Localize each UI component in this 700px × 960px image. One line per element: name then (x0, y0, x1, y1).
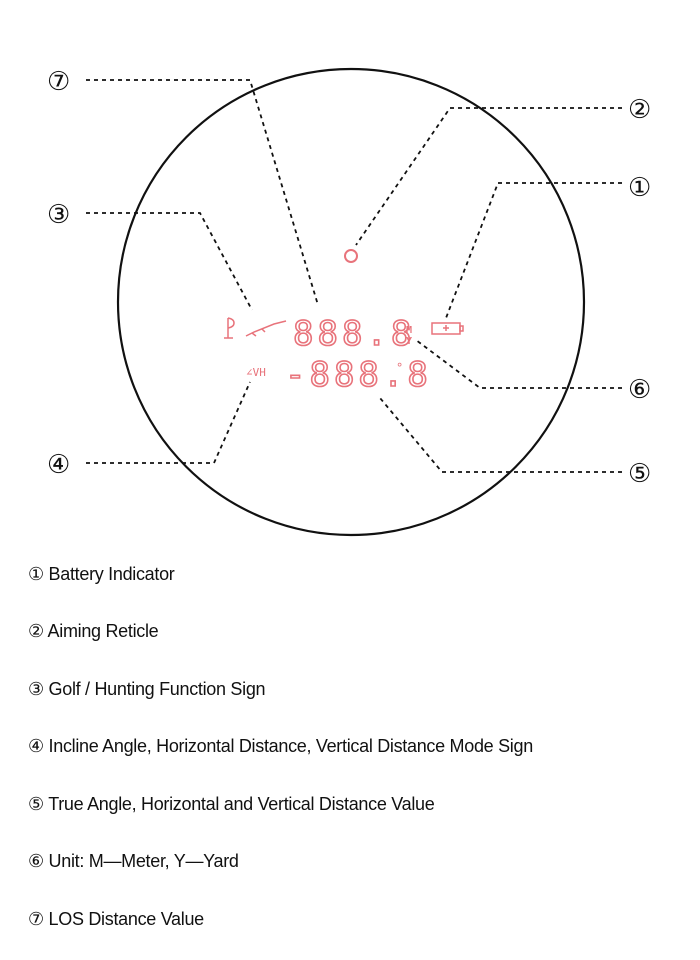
callout-2: ② (628, 95, 651, 125)
legend-item: ① Battery Indicator (28, 564, 175, 584)
callout-1: ① (628, 173, 651, 203)
callout-5: ⑤ (628, 459, 651, 489)
legend-item: ⑤ True Angle, Horizontal and Vertical Di… (28, 794, 435, 814)
legend-item: ⑦ LOS Distance Value (28, 909, 204, 929)
leader-4 (86, 381, 251, 464)
los-distance-value: 888.8 (293, 314, 415, 354)
leader-5 (379, 397, 622, 473)
callout-3: ③ (47, 200, 70, 230)
rifle-icon (245, 320, 287, 337)
callout-7: ⑦ (47, 67, 70, 97)
callout-4: ④ (47, 450, 70, 480)
legend-item: ④ Incline Angle, Horizontal Distance, Ve… (28, 736, 533, 756)
legend-item: ⑥ Unit: M—Meter, Y—Yard (28, 851, 239, 871)
rangefinder-display-diagram: ⑦ ② ③ ① ⑥ ④ ⑤ 888.8 M Y ∠VH -888.8 ° (47, 67, 651, 537)
callout-6: ⑥ (628, 375, 651, 405)
leader-2 (355, 107, 622, 246)
battery-icon (431, 322, 464, 335)
leader-7 (86, 79, 319, 306)
mode-sign: ∠VH (246, 366, 266, 379)
angle-distance-value: -888.8 (285, 355, 432, 395)
legend-item: ② Aiming Reticle (28, 621, 159, 641)
leader-6 (415, 339, 622, 389)
golf-flag-icon (224, 317, 235, 339)
degree-sign: ° (396, 361, 403, 375)
unit-meter: M (406, 325, 412, 336)
leader-3 (86, 212, 253, 311)
leader-1 (445, 182, 622, 319)
reticle-icon (344, 249, 358, 263)
legend-item: ③ Golf / Hunting Function Sign (28, 679, 266, 699)
eyepiece-circle (116, 67, 586, 537)
unit-yard: Y (406, 336, 412, 347)
